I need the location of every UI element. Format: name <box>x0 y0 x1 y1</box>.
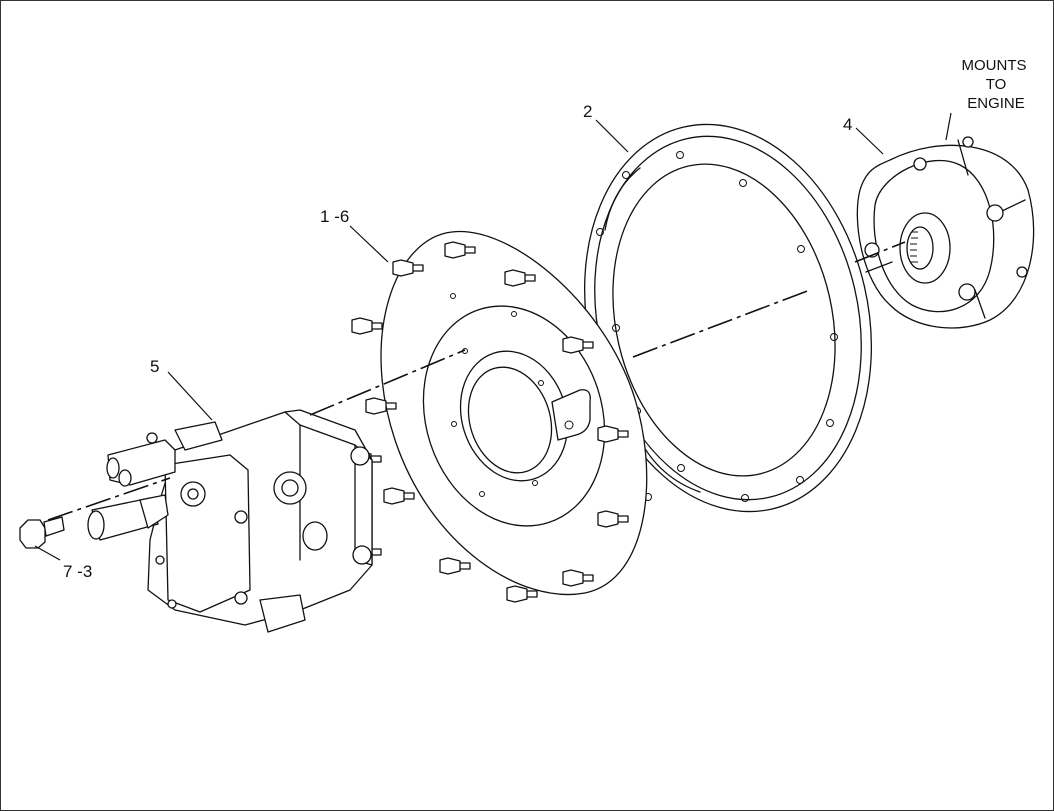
mounts-to-engine-note: MOUNTS TO ENGINE <box>962 57 1027 112</box>
assembly-centerlines <box>47 241 906 521</box>
note-line-1: MOUNTS <box>962 57 1027 74</box>
callout-part-5: 5 <box>150 357 159 376</box>
callout-part-4: 4 <box>843 115 852 134</box>
flywheel-housing-ring <box>583 123 873 513</box>
note-line-2: TO <box>986 76 1007 93</box>
screw <box>19 516 65 549</box>
hydraulic-pump <box>87 409 373 633</box>
callout-part-7-3: 7 -3 <box>63 562 92 581</box>
adapter-plate <box>350 230 648 603</box>
callout-part-2: 2 <box>583 102 592 121</box>
coupling <box>856 136 1035 329</box>
leader-lines <box>34 112 952 561</box>
plate-holes <box>450 293 544 497</box>
note-line-3: ENGINE <box>967 95 1025 112</box>
callout-part-1-6: 1 -6 <box>320 207 349 226</box>
